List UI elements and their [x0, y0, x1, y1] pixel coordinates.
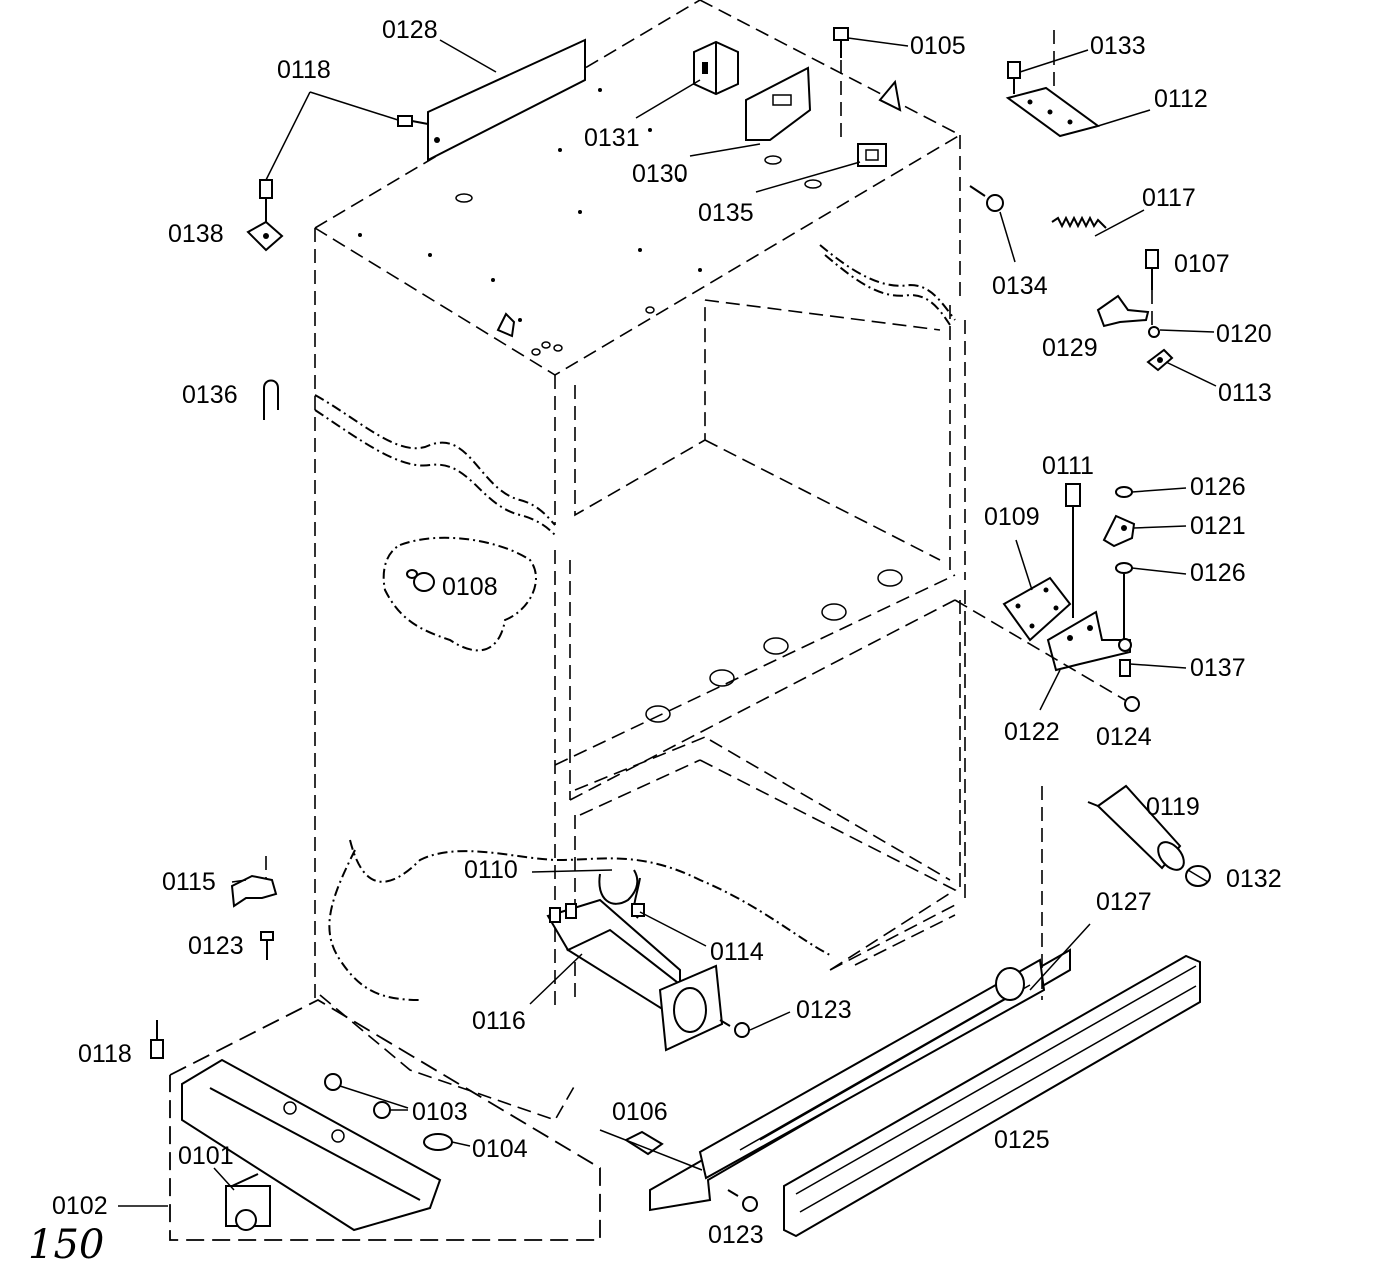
part-0111-pin — [1065, 483, 1081, 618]
part-0118-screw-lower — [150, 1020, 164, 1059]
cabinet-top-holes — [358, 88, 903, 723]
label-0113: 0113 — [1218, 379, 1272, 407]
label-0103: 0103 — [412, 1098, 468, 1126]
part-0134-screw — [969, 185, 1004, 212]
label-0114: 0114 — [710, 938, 764, 966]
part-0105-screw — [833, 27, 902, 140]
label-0136: 0136 — [182, 381, 238, 409]
label-0126-upper: 0126 — [1190, 473, 1246, 501]
part-0122-hinge — [1046, 610, 1132, 672]
part-0118-screw-upper — [259, 115, 429, 222]
part-0108-bumper — [406, 569, 435, 592]
label-0129: 0129 — [1042, 334, 1098, 362]
label-0127: 0127 — [1096, 888, 1152, 916]
label-0133: 0133 — [1090, 32, 1146, 60]
part-0123-screw-middle — [719, 1019, 750, 1038]
label-0125: 0125 — [994, 1126, 1050, 1154]
label-0104: 0104 — [472, 1135, 528, 1163]
label-0124: 0124 — [1096, 723, 1152, 751]
label-0134: 0134 — [992, 272, 1048, 300]
label-0120: 0120 — [1216, 320, 1272, 348]
label-0132: 0132 — [1226, 865, 1282, 893]
label-0107: 0107 — [1174, 250, 1230, 278]
label-0118-lower: 0118 — [78, 1040, 132, 1068]
label-0138: 0138 — [168, 220, 224, 248]
label-0117: 0117 — [1142, 184, 1196, 212]
label-0126-lower: 0126 — [1190, 559, 1246, 587]
part-0137-0124-screws — [954, 599, 1140, 712]
part-0109-plate — [1002, 576, 1072, 642]
label-0119: 0119 — [1146, 793, 1200, 821]
label-0123-middle: 0123 — [796, 996, 852, 1024]
label-0135: 0135 — [698, 199, 754, 227]
label-0109: 0109 — [984, 503, 1040, 531]
part-0129-bracket — [1096, 294, 1150, 328]
label-0106: 0106 — [612, 1098, 668, 1126]
part-0127-grille — [649, 786, 1071, 1212]
label-0128: 0128 — [382, 16, 438, 44]
part-0117-spring — [1051, 215, 1107, 229]
label-0102: 0102 — [52, 1192, 108, 1220]
part-0135-switch — [857, 143, 887, 167]
part-0130-bracket — [745, 66, 812, 141]
leader-lines — [118, 37, 1217, 1207]
label-0123-bottom: 0123 — [708, 1221, 764, 1249]
label-0111: 0111 — [1042, 452, 1094, 480]
part-0119-cylinder — [1087, 784, 1185, 871]
label-0115: 0115 — [162, 868, 216, 896]
part-0126-0121 — [1102, 486, 1136, 640]
label-0121: 0121 — [1190, 512, 1246, 540]
part-0106-clip — [623, 1130, 664, 1156]
label-0116: 0116 — [472, 1007, 526, 1035]
page-number: 150 — [28, 1222, 104, 1268]
label-0131: 0131 — [584, 124, 640, 152]
part-0114-screw — [631, 903, 645, 917]
label-0108: 0108 — [442, 573, 498, 601]
label-0101: 0101 — [178, 1142, 234, 1170]
part-0107-screw — [1145, 249, 1159, 330]
label-0130: 0130 — [632, 160, 688, 188]
part-0132-knob — [1185, 865, 1211, 887]
part-0101-caster — [225, 1173, 271, 1231]
label-0105: 0105 — [910, 32, 966, 60]
label-0122: 0122 — [1004, 718, 1060, 746]
part-0120-0113 — [1146, 326, 1174, 372]
part-0115-bracket — [230, 856, 278, 908]
part-0102-frame — [169, 998, 601, 1241]
part-0128-panel — [427, 38, 586, 162]
part-0125-kickplate — [783, 954, 1201, 1238]
label-0118-upper: 0118 — [277, 56, 331, 84]
part-0131-relay — [693, 40, 739, 96]
label-0123-left: 0123 — [188, 932, 244, 960]
label-0112: 0112 — [1154, 85, 1208, 113]
label-0110: 0110 — [464, 856, 518, 884]
part-0138-clip — [246, 220, 284, 252]
part-labels: 0128 0118 0131 0130 0105 0133 0112 0135 … — [28, 16, 1282, 1268]
part-0123-screw-bottom — [727, 1189, 758, 1212]
label-0137: 0137 — [1190, 654, 1246, 682]
part-0123-screw-left — [260, 931, 274, 960]
part-0136-clip — [263, 379, 279, 420]
part-0116-duct — [546, 898, 724, 1052]
part-0133-0112-hinge — [1005, 30, 1101, 138]
